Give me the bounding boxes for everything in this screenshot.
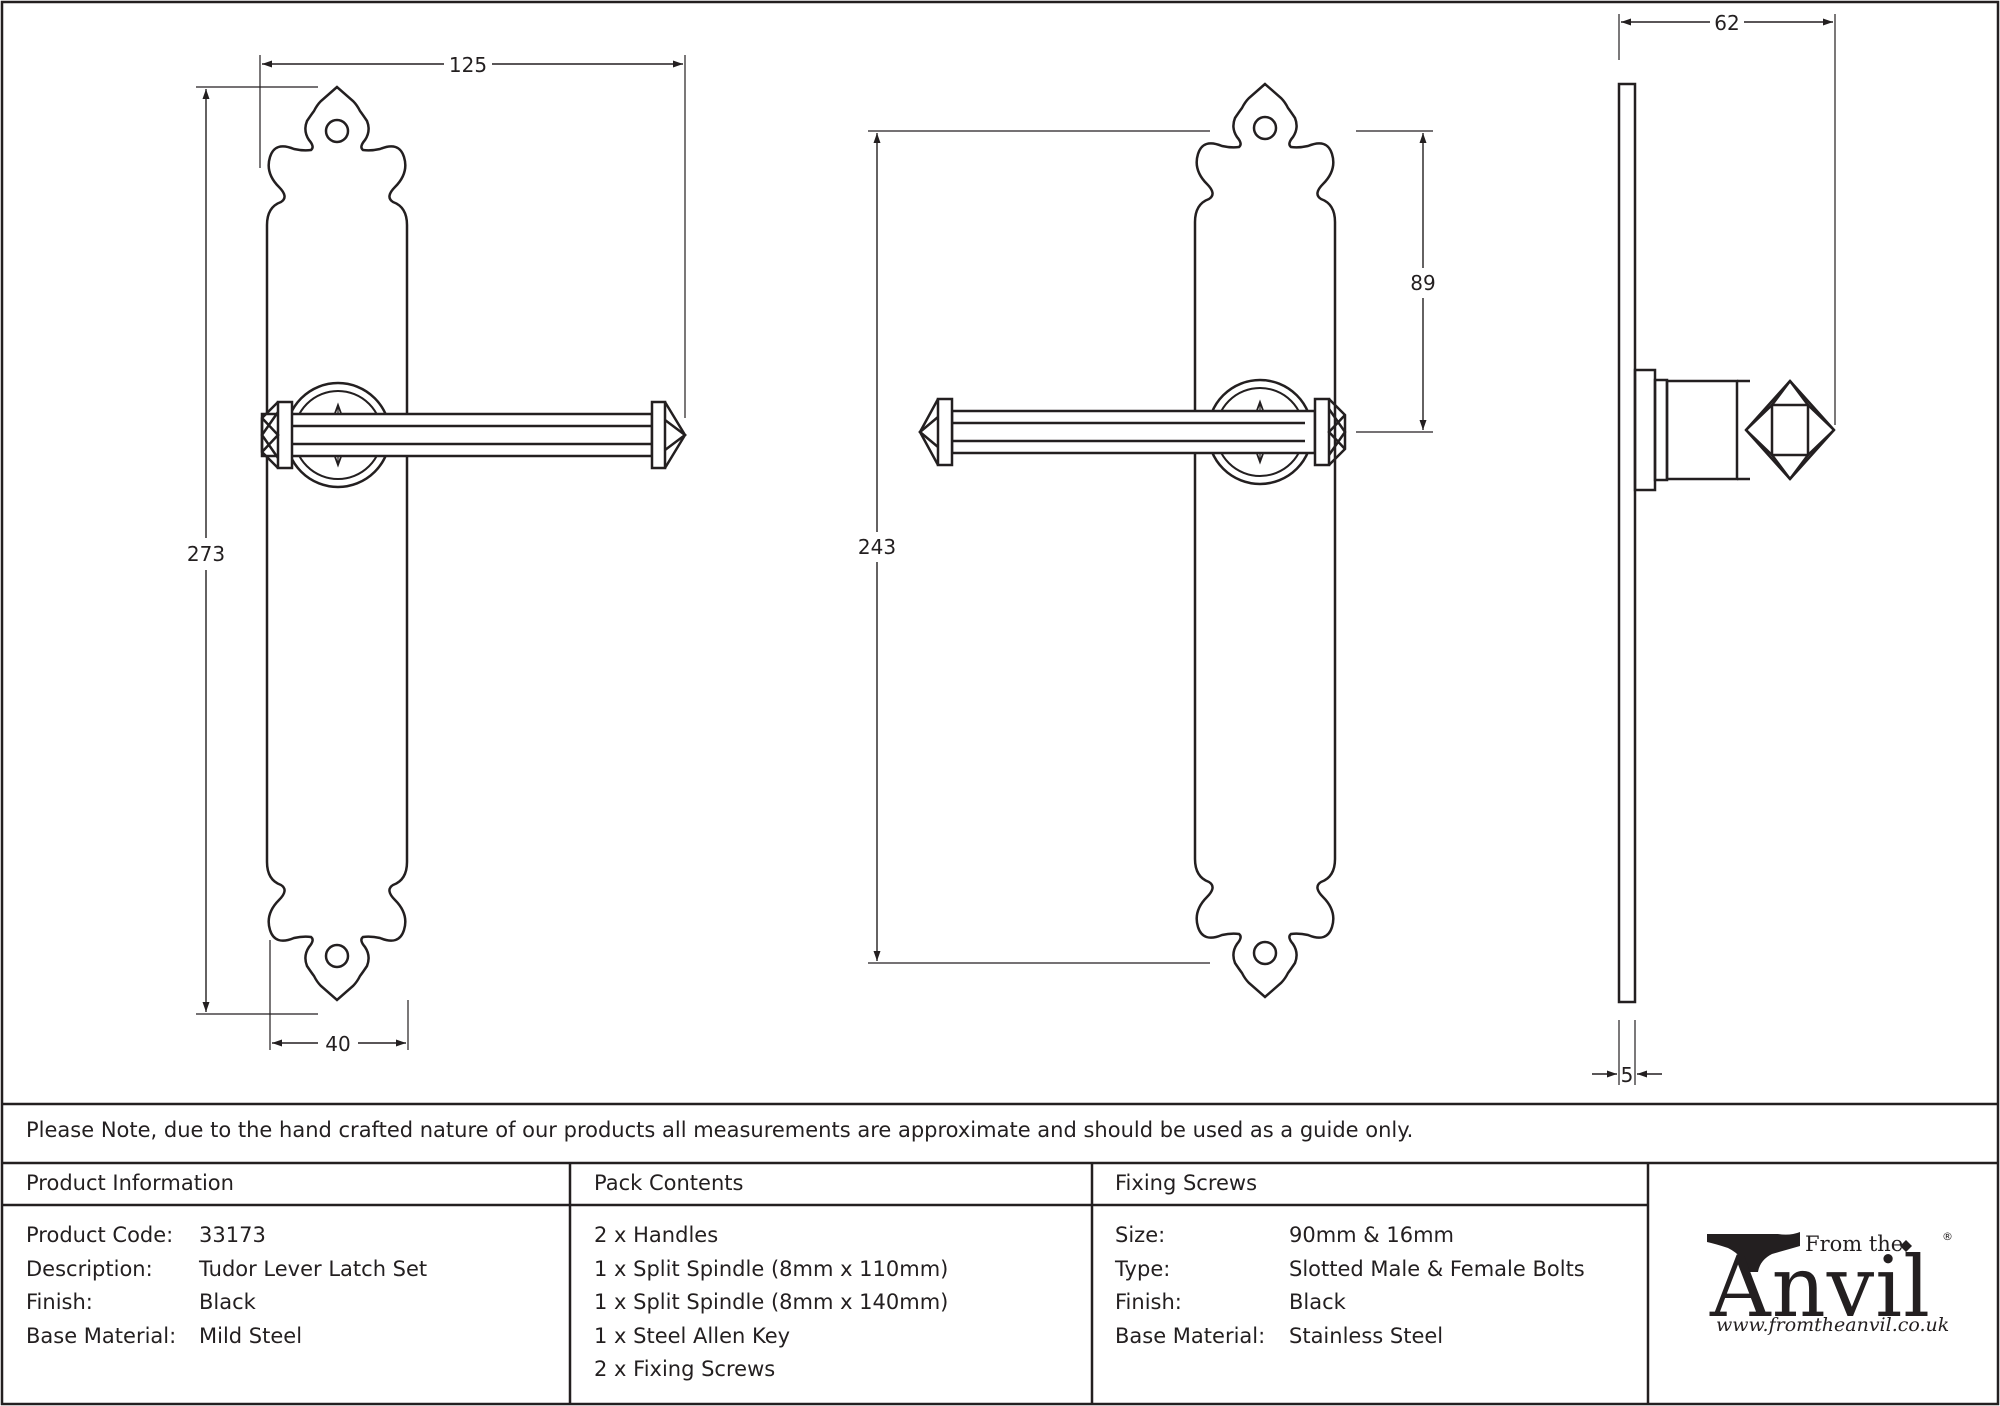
screw-material-value: Stainless Steel	[1289, 1324, 1444, 1348]
base-material-label: Base Material:	[26, 1324, 177, 1348]
logo-name: Anvil	[1710, 1238, 1931, 1336]
dimension-lines	[202, 18, 1833, 1078]
description-value: Tudor Lever Latch Set	[199, 1257, 428, 1281]
description-label: Description:	[26, 1257, 153, 1281]
side-view	[1617, 82, 1836, 1004]
finish-value: Black	[199, 1290, 256, 1314]
logo-diamond-icon	[1900, 1240, 1912, 1252]
front-backplate	[265, 85, 409, 1002]
dim-front-height: 273	[187, 542, 225, 566]
dim-handle-offset: 89	[1410, 271, 1435, 295]
screw-finish-label: Finish:	[1115, 1290, 1182, 1314]
screw-type-label: Type:	[1115, 1257, 1171, 1281]
product-code-label: Product Code:	[26, 1223, 174, 1247]
screw-size-value: 90mm & 16mm	[1289, 1223, 1454, 1247]
measurement-note: Please Note, due to the hand crafted nat…	[26, 1118, 1414, 1142]
extension-lines	[196, 14, 1836, 1085]
front-view	[260, 85, 688, 1002]
product-info-heading: Product Information	[26, 1171, 234, 1195]
back-lever	[918, 397, 1347, 467]
dim-side-depth: 62	[1714, 11, 1739, 35]
pack-contents-heading: Pack Contents	[594, 1171, 744, 1195]
logo-website: www.fromtheanvil.co.uk	[1716, 1314, 1950, 1336]
anvil-logo-icon	[1707, 1232, 1800, 1272]
screw-type-value: Slotted Male & Female Bolts	[1289, 1257, 1585, 1281]
dim-plate-thickness: 5	[1621, 1063, 1634, 1087]
info-table-frame	[2, 1102, 1998, 1404]
dim-front-width: 125	[449, 53, 487, 77]
front-lever	[260, 400, 688, 470]
back-backplate	[1193, 82, 1337, 999]
logo-registered-mark: ®	[1942, 1230, 1953, 1243]
back-view	[918, 82, 1347, 999]
logo-from-text: From the	[1805, 1232, 1904, 1256]
finish-label: Finish:	[26, 1290, 93, 1314]
pack-item: 2 x Fixing Screws	[594, 1357, 776, 1381]
pack-item: 2 x Handles	[594, 1223, 719, 1247]
product-code-value: 33173	[199, 1223, 266, 1247]
screw-material-label: Base Material:	[1115, 1324, 1266, 1348]
pack-item: 1 x Steel Allen Key	[594, 1324, 791, 1348]
base-material-value: Mild Steel	[199, 1324, 303, 1348]
fixing-screws-heading: Fixing Screws	[1115, 1171, 1258, 1195]
dim-plate-width: 40	[325, 1032, 350, 1056]
pack-item: 1 x Split Spindle (8mm x 140mm)	[594, 1290, 949, 1314]
dim-back-height: 243	[858, 535, 896, 559]
screw-size-label: Size:	[1115, 1223, 1166, 1247]
screw-finish-value: Black	[1289, 1290, 1346, 1314]
pack-item: 1 x Split Spindle (8mm x 110mm)	[594, 1257, 949, 1281]
